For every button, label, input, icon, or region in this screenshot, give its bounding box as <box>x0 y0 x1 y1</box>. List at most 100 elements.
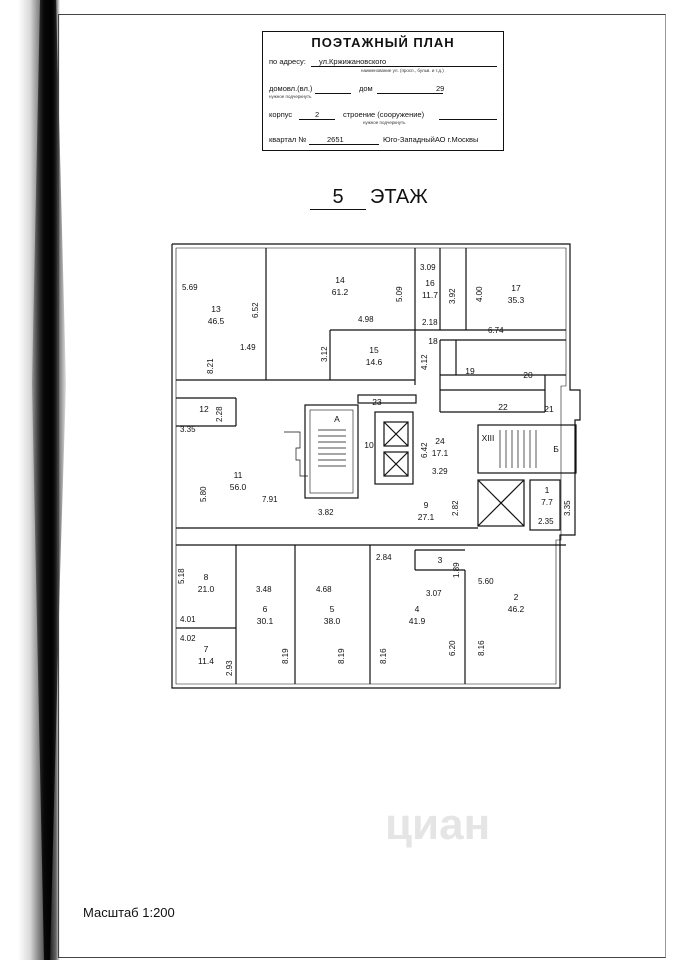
dim: 4.02 <box>180 634 196 643</box>
room-21-num: 21 <box>544 404 554 414</box>
room-5-area: 38.0 <box>324 616 341 626</box>
room-20-num: 20 <box>523 370 533 380</box>
room-13-area: 46.5 <box>208 316 225 326</box>
dim: 6.74 <box>488 326 504 335</box>
dim: 3.09 <box>420 263 436 272</box>
domovl-label: домовл.(вл.) <box>269 84 313 93</box>
room-10-num: 10 <box>364 440 374 450</box>
stamp-title: ПОЭТАЖНЫЙ ПЛАН <box>311 35 455 50</box>
address-label: по адресу: <box>269 57 306 66</box>
stroenie-label: строение (сооружение) <box>343 110 425 119</box>
stroenie-hint: нужное подчеркнуть <box>363 120 406 125</box>
room-16-area: 11.7 <box>422 290 438 300</box>
dim: 5.18 <box>177 568 186 584</box>
room-17-num: 17 <box>511 283 521 293</box>
dim: 2.35 <box>538 517 554 526</box>
room-7-area: 11.4 <box>198 656 214 666</box>
title-stamp: ПОЭТАЖНЫЙ ПЛАН по адресу: ул.Кржижановск… <box>262 31 504 151</box>
room-2-num: 2 <box>514 592 519 602</box>
dim: 8.19 <box>281 648 290 664</box>
dim: 3.35 <box>180 425 196 434</box>
dim: 4.00 <box>475 286 484 302</box>
room-14-area: 61.2 <box>332 287 349 297</box>
dim: 6.42 <box>420 442 429 458</box>
room-4-area: 41.9 <box>409 616 426 626</box>
room-14-num: 14 <box>335 275 345 285</box>
dim: 6.20 <box>448 640 457 656</box>
dim: 8.21 <box>206 358 215 374</box>
dim: 5.60 <box>478 577 494 586</box>
dom-label: дом <box>359 84 373 93</box>
room-9-area: 27.1 <box>418 512 435 522</box>
room-24-area: 17.1 <box>432 448 449 458</box>
room-5-num: 5 <box>330 604 335 614</box>
dim: 1.89 <box>452 562 461 578</box>
room-18-num: 18 <box>428 336 438 346</box>
dim: 4.98 <box>358 315 374 324</box>
dim: 3.12 <box>320 346 329 362</box>
dim: 3.82 <box>318 508 334 517</box>
dim: 3.48 <box>256 585 272 594</box>
room-1-num: 1 <box>545 485 550 495</box>
domovl-hint: нужное подчеркнуть <box>269 94 312 99</box>
room-6-num: 6 <box>263 604 268 614</box>
kvartal-value: 2651 <box>327 135 344 144</box>
address-hint: наименование ул. (просп., бульв. и т.д.) <box>361 68 444 73</box>
dim: 8.16 <box>477 640 486 656</box>
dim: 8.16 <box>379 648 388 664</box>
korpus-value: 2 <box>315 110 320 119</box>
room-23-num: 23 <box>372 397 382 407</box>
dim: 3.07 <box>426 589 442 598</box>
dim: 2.18 <box>422 318 438 327</box>
room-15-num: 15 <box>369 345 379 355</box>
room-24-num: 24 <box>435 436 445 446</box>
dim: 1.49 <box>240 343 256 352</box>
room-8-num: 8 <box>204 572 209 582</box>
room-22-num: 22 <box>498 402 508 412</box>
floor-number: 5 <box>310 186 366 210</box>
floor-label: ЭТАЖ <box>370 186 428 208</box>
dim: 4.68 <box>316 585 332 594</box>
stair-b-label: Б <box>553 444 559 454</box>
watermark: циан <box>385 800 491 849</box>
room-16-num: 16 <box>425 278 435 288</box>
dim: 4.01 <box>180 615 196 624</box>
dim: 2.28 <box>215 406 224 422</box>
room-6-area: 30.1 <box>257 616 274 626</box>
district: Юго-ЗападныйАО г.Москвы <box>383 135 479 144</box>
kvartal-label: квартал № <box>269 135 307 144</box>
dim: 2.93 <box>225 660 234 676</box>
address-value: ул.Кржижановского <box>319 57 387 66</box>
section-xiii-label: XIII <box>482 433 495 443</box>
room-13-num: 13 <box>211 304 221 314</box>
dim: 5.69 <box>182 283 198 292</box>
room-2-area: 46.2 <box>508 604 525 614</box>
plan-labels: 13 46.5 14 61.2 15 14.6 16 11.7 17 35.3 … <box>198 275 559 666</box>
dim: 2.84 <box>376 553 392 562</box>
dim: 5.09 <box>395 286 404 302</box>
room-9-num: 9 <box>424 500 429 510</box>
room-15-area: 14.6 <box>366 357 383 367</box>
dim: 8.19 <box>337 648 346 664</box>
room-8-area: 21.0 <box>198 584 215 594</box>
stair-a-label: А <box>334 414 340 424</box>
room-11-num: 11 <box>234 470 243 480</box>
room-1-area: 7.7 <box>541 497 553 507</box>
dim: 3.92 <box>448 288 457 304</box>
room-19-num: 19 <box>465 366 475 376</box>
plan-walls <box>171 243 581 689</box>
dim: 3.35 <box>563 500 572 516</box>
korpus-label: корпус <box>269 110 293 119</box>
dim: 4.12 <box>420 354 429 370</box>
dim: 2.82 <box>451 500 460 516</box>
room-17-area: 35.3 <box>508 295 525 305</box>
room-3-num: 3 <box>438 555 443 565</box>
dom-value: 29 <box>436 84 445 93</box>
dim: 5.80 <box>199 486 208 502</box>
scale-label: Масштаб 1:200 <box>83 905 175 920</box>
dim: 7.91 <box>262 495 278 504</box>
plan-dimensions: 5.69 6.52 1.49 8.21 4.98 5.09 3.12 3.09 … <box>177 263 572 676</box>
room-7-num: 7 <box>204 644 209 654</box>
room-11-area: 56.0 <box>230 482 247 492</box>
